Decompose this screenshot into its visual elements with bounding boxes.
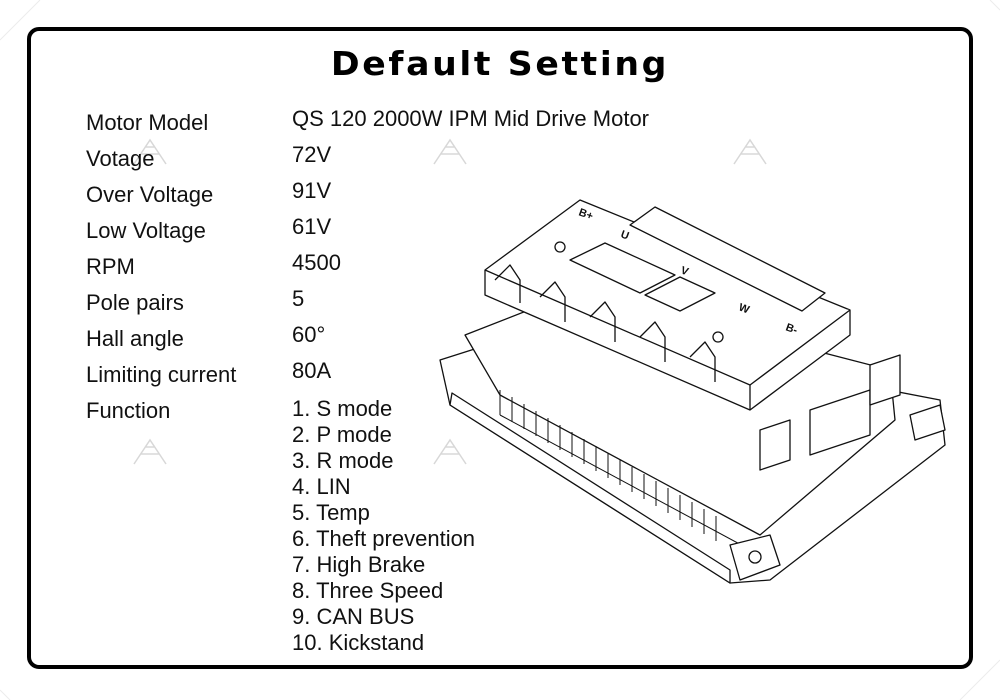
- spec-label: Motor Model: [86, 110, 209, 135]
- spec-label: Over Voltage: [86, 182, 214, 207]
- spec-label: Pole pairs: [86, 290, 184, 315]
- spec-value: 60°: [292, 322, 326, 347]
- function-list: 1. S mode 2. P mode 3. R mode 4. LIN 5. …: [292, 396, 475, 656]
- spec-label: Limiting current: [86, 362, 237, 387]
- page-title: Default Setting: [330, 44, 670, 83]
- list-item: 6. Theft prevention: [292, 526, 476, 551]
- terminal-label-b-plus: B+: [577, 207, 595, 223]
- list-item: 10. Kickstand: [292, 630, 425, 655]
- spec-value: 4500: [292, 250, 341, 275]
- spec-value: 72V: [292, 142, 332, 167]
- spec-value: 61V: [292, 214, 332, 239]
- spec-label: Low Voltage: [86, 218, 206, 243]
- terminal-label-b-minus: B-: [784, 322, 799, 337]
- spec-label: Votage: [86, 146, 155, 171]
- spec-label: Hall angle: [86, 326, 184, 351]
- list-item: 3. R mode: [292, 448, 394, 473]
- spec-value: 91V: [292, 178, 332, 203]
- terminal-label-v: V: [679, 265, 691, 279]
- list-item: 5. Temp: [292, 500, 370, 525]
- terminal-label-u: U: [619, 229, 631, 243]
- terminal-label-w: W: [737, 302, 751, 317]
- list-item: 8. Three Speed: [292, 578, 444, 603]
- spec-label: RPM: [86, 254, 135, 279]
- spec-value: 80A: [292, 358, 332, 383]
- content-frame: [27, 27, 973, 669]
- list-item: 4. LIN: [292, 474, 351, 499]
- list-item: 9. CAN BUS: [292, 604, 415, 629]
- list-item: 7. High Brake: [292, 552, 426, 577]
- controller-illustration: B+ U V W B-: [439, 199, 946, 584]
- list-item: 1. S mode: [292, 396, 393, 421]
- spec-label: Function: [86, 398, 171, 423]
- spec-value: QS 120 2000W IPM Mid Drive Motor: [292, 106, 650, 131]
- spec-value: 5: [292, 286, 305, 311]
- list-item: 2. P mode: [292, 422, 392, 447]
